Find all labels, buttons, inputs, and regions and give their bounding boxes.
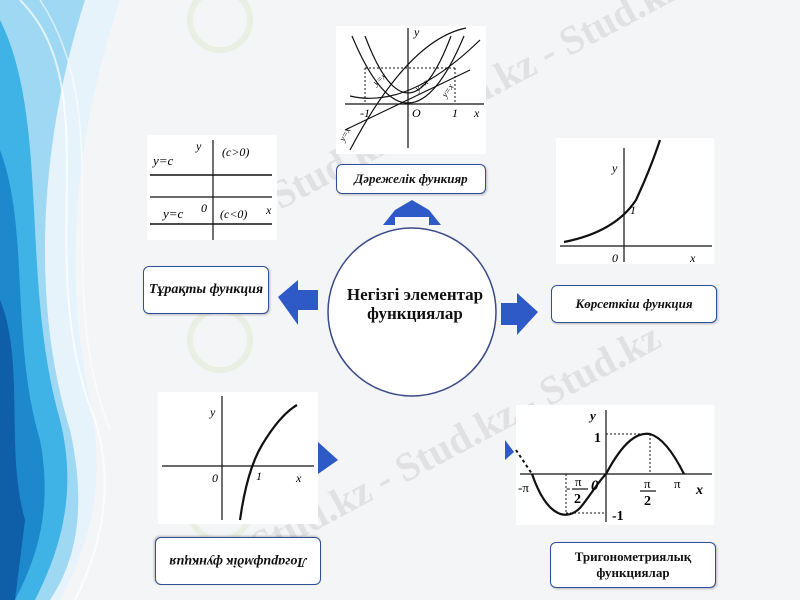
watermark-logo <box>187 0 253 53</box>
log-x-label: x <box>295 471 302 485</box>
trig-pi-half-den: 2 <box>644 494 651 509</box>
exponential-function-label-text: Көрсеткіш функция <box>575 296 693 311</box>
power-y-label: y <box>413 25 420 39</box>
power-neg-one-label: -1 <box>360 106 370 120</box>
arrow-down-right-icon <box>505 440 514 460</box>
power-function-label-text: Дәрежелік функияр <box>354 171 468 186</box>
log-y-label: y <box>209 405 216 419</box>
trig-x-label: x <box>695 483 703 498</box>
trigonometric-function-label-text: Тригонометриялық функциялар <box>574 549 692 580</box>
trig-pi-half-num: π <box>644 476 651 491</box>
power-origin-label: O <box>412 106 421 120</box>
trig-neg-pi-label: -π <box>518 480 529 495</box>
center-title: Негізгі элементар функциялар <box>346 285 484 323</box>
log-origin-label: 0 <box>212 471 218 485</box>
trig-function-graph: y x 0 1 -1 -π π π 2 - π 2 <box>515 405 714 525</box>
power-one-label: 1 <box>452 106 458 120</box>
trig-neg-pi-half-num: π <box>575 474 582 489</box>
arrow-left-icon <box>278 280 318 325</box>
power-function-label[interactable]: Дәрежелік функияр <box>336 164 486 194</box>
trig-pi-label: π <box>674 476 681 491</box>
log-one-label: 1 <box>256 469 262 483</box>
constant-origin-label: 0 <box>201 201 207 215</box>
exp-origin-label: 0 <box>612 251 618 265</box>
constant-x-label: x <box>265 203 272 217</box>
trig-neg-one-label: -1 <box>612 509 624 524</box>
exp-one-label: 1 <box>630 203 636 217</box>
trig-neg-sign: - <box>566 480 570 495</box>
power-function-graph: y x O -1 1 y=x y=x y=x y=x <box>336 25 486 154</box>
constant-y-label: y <box>195 139 202 153</box>
logarithmic-function-graph: y x 0 1 <box>158 392 318 524</box>
trigonometric-function-label[interactable]: Тригонометриялық функциялар <box>550 542 716 588</box>
constant-eq-top: y=c <box>151 153 174 168</box>
constant-eq-bottom: y=c <box>161 206 184 221</box>
arrows <box>278 200 538 474</box>
logarithmic-function-label-text: Логарифмдік функция <box>169 554 307 569</box>
constant-cond-bottom: (c<0) <box>220 207 247 221</box>
exp-y-label: y <box>611 161 618 175</box>
logarithmic-function-label[interactable]: Логарифмдік функция <box>155 537 321 585</box>
constant-function-label-text: Тұрақты функция <box>148 282 264 297</box>
exp-x-label: x <box>689 251 696 265</box>
trig-neg-pi-half-den: 2 <box>574 492 581 507</box>
trig-y-label: y <box>588 408 596 423</box>
center-circle <box>327 227 497 397</box>
exponential-function-label[interactable]: Көрсеткіш функция <box>551 285 717 323</box>
constant-cond-top: (c>0) <box>222 145 249 159</box>
exponential-function-graph: y x 0 1 <box>556 138 714 265</box>
background-wave-decoration <box>0 0 120 600</box>
arrow-up-icon <box>383 200 441 225</box>
trig-origin-label: 0 <box>591 478 599 494</box>
trig-one-label: 1 <box>594 431 601 446</box>
arrow-right-icon <box>501 293 538 335</box>
constant-function-label[interactable]: Тұрақты функция <box>143 266 269 314</box>
constant-function-graph: y x 0 y=c (c>0) y=c (c<0) <box>147 135 277 240</box>
arrow-down-left-icon <box>318 442 338 474</box>
power-x-label: x <box>473 106 480 120</box>
watermark-logo-2 <box>187 307 253 373</box>
